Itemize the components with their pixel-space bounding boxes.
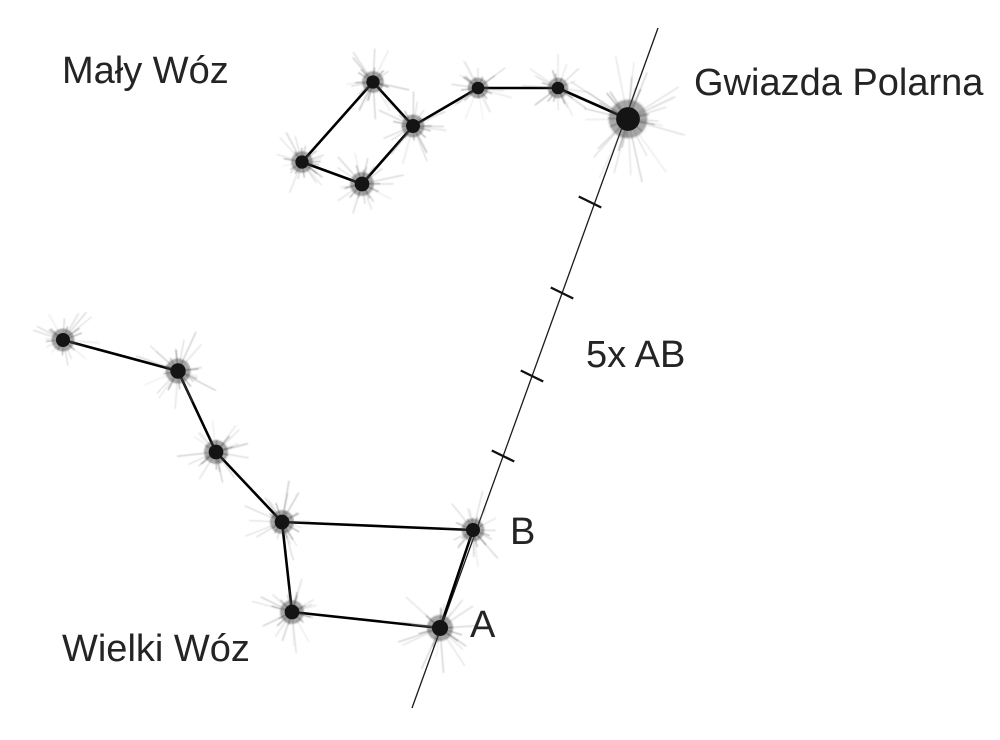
star bbox=[337, 152, 404, 214]
star-core bbox=[208, 444, 224, 460]
star-core bbox=[616, 107, 640, 131]
star-core bbox=[431, 619, 449, 637]
star-core bbox=[170, 363, 186, 379]
star-B bbox=[442, 491, 499, 568]
star bbox=[378, 91, 447, 165]
star bbox=[176, 420, 249, 483]
star bbox=[252, 578, 317, 654]
star bbox=[451, 59, 513, 120]
star-core bbox=[56, 333, 70, 347]
constellation-line bbox=[411, 86, 480, 128]
star bbox=[135, 331, 217, 409]
star-core bbox=[274, 514, 290, 530]
star-core bbox=[406, 119, 420, 133]
star-core bbox=[551, 81, 565, 95]
star-core bbox=[295, 155, 309, 169]
star bbox=[32, 311, 100, 366]
constellation-line bbox=[61, 338, 180, 373]
tick-mark bbox=[491, 449, 515, 463]
label-wielki-woz: Wielki Wóz bbox=[62, 628, 250, 670]
constellation-maly-woz bbox=[276, 48, 686, 214]
tick-mark bbox=[578, 195, 602, 209]
constellation-line bbox=[438, 528, 475, 630]
star-core bbox=[354, 176, 370, 192]
tick-mark bbox=[550, 286, 574, 300]
star bbox=[346, 48, 410, 120]
label-gwiazda-polarna: Gwiazda Polarna bbox=[694, 62, 984, 104]
constellation-line bbox=[280, 520, 475, 532]
constellation-wielki-woz bbox=[32, 311, 499, 674]
star bbox=[522, 53, 589, 116]
label-5x-ab: 5x AB bbox=[586, 334, 686, 376]
label-maly-woz: Mały Wóz bbox=[62, 50, 229, 92]
tick-mark bbox=[520, 369, 544, 383]
constellation-line bbox=[300, 80, 375, 164]
star-core bbox=[366, 75, 380, 89]
star bbox=[276, 132, 324, 193]
label-star-b: B bbox=[510, 511, 536, 553]
star-core bbox=[471, 81, 485, 95]
star-A bbox=[398, 596, 477, 674]
constellation-line bbox=[214, 450, 284, 524]
star-polaris bbox=[571, 56, 686, 183]
star-core bbox=[284, 604, 300, 620]
label-star-a: A bbox=[470, 604, 496, 646]
star bbox=[244, 480, 311, 561]
star-core bbox=[466, 523, 480, 537]
